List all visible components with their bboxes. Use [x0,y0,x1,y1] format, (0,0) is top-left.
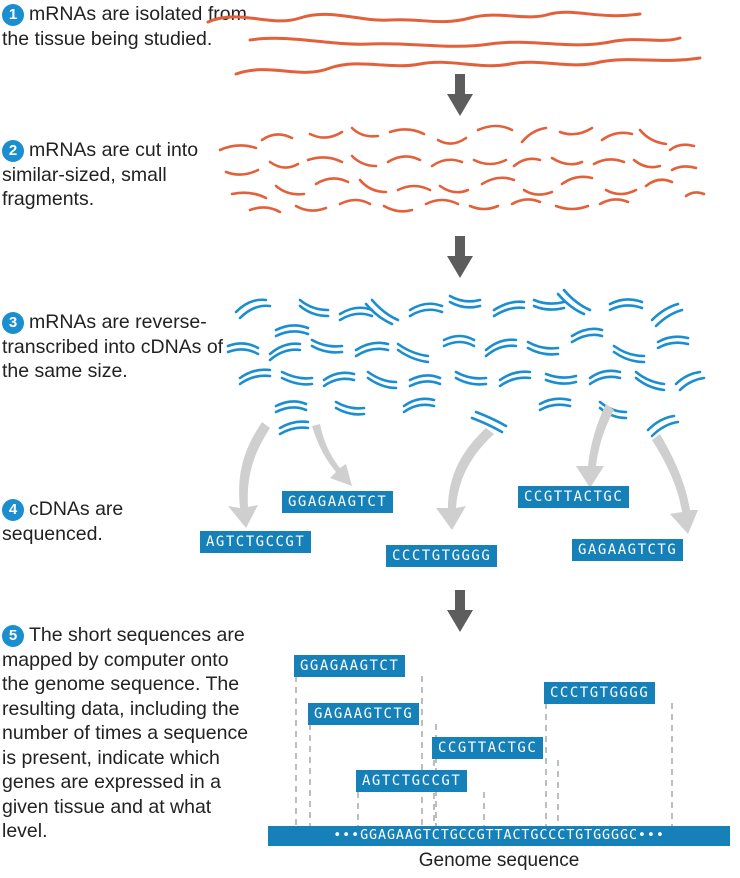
step-number-badge: 2 [2,140,24,162]
step-number-badge: 3 [2,312,24,334]
mapped-read: GGAGAAGTCT [294,655,406,677]
mapped-read: CCGTTACTGC [432,737,544,759]
step-text: mRNAs are reverse-transcribed into cDNAs… [2,311,224,382]
step-number-badge: 4 [2,499,24,521]
step-text: cDNAs are sequenced. [2,498,124,545]
down-arrow [447,590,473,632]
down-arrow [447,236,473,278]
down-arrow [447,74,473,116]
step-number-badge: 5 [2,625,24,647]
cdna-fragments [226,288,706,438]
mapped-read: AGTCTGCCGT [356,770,468,792]
step-text: The short sequences are mapped by comput… [2,624,249,842]
step-text: mRNAs are cut into similar-sized, small … [2,139,199,210]
mapped-read: GAGAAGTCTG [308,703,420,725]
genome-sequence-bar: •••GGAGAAGTCTGCCGTTACTGCCCTGTGGGGC••• [268,826,730,846]
step-number-badge: 1 [2,4,24,26]
sequenced-read: GGAGAAGTCT [282,491,394,513]
curved-arrows [228,404,698,534]
mapped-read: CCCTGTGGGG [544,682,656,704]
mrna-fragments [218,124,706,214]
step-text: mRNAs are isolated from the tissue being… [2,3,247,50]
sequenced-read: AGTCTGCCGT [200,531,312,553]
genome-sequence-label: Genome sequence [418,850,580,871]
sequenced-read: GAGAAGTCTG [572,539,684,561]
sequenced-read: CCGTTACTGC [518,486,630,508]
sequenced-read: CCCTGTGGGG [386,545,498,567]
mrna-strands [206,10,702,76]
